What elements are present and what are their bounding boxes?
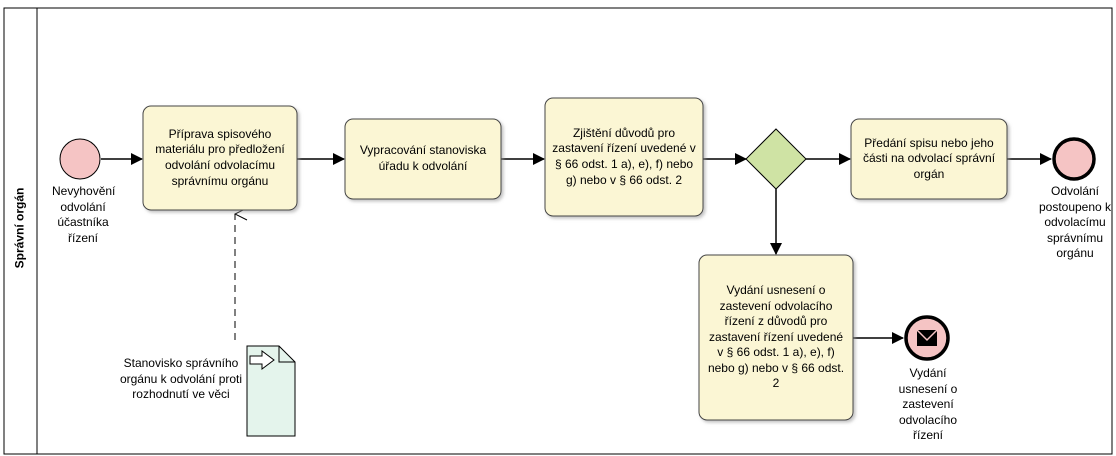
lane-label: Správní orgán bbox=[4, 8, 34, 448]
task-prepare-materials-label: Příprava spisového materiálu pro předlož… bbox=[155, 126, 285, 188]
task-hand-over-file[interactable]: Předání spisu nebo jeho části na odvolac… bbox=[851, 119, 1007, 199]
task-1-box[interactable] bbox=[142, 105, 298, 211]
task-2-box[interactable] bbox=[344, 118, 502, 200]
start-event-label: Nevyhovění odvolání účastníka řízení bbox=[52, 184, 116, 245]
task-draft-statement[interactable]: Vypracování stanoviska úřadu k odvolání bbox=[345, 119, 501, 199]
task-draft-statement-label: Vypracování stanoviska úřadu k odvolání bbox=[359, 143, 487, 173]
message-end-event-label: Vydání usnesení o zastevení odvolacího ř… bbox=[898, 366, 958, 443]
pool-border bbox=[3, 7, 1113, 455]
task-5-box[interactable] bbox=[698, 254, 854, 421]
task-issue-resolution[interactable]: Vydání usnesení o zastevení odvolacího ř… bbox=[699, 255, 853, 420]
task-identify-reasons[interactable]: Zjištění důvodů pro zastavení řízení uve… bbox=[545, 98, 703, 216]
task-3-box[interactable] bbox=[544, 97, 704, 217]
end-event[interactable] bbox=[1052, 137, 1096, 181]
envelope-flap bbox=[916, 329, 938, 342]
lane-label-text: Správní orgán bbox=[12, 187, 26, 269]
task-hand-over-file-label: Předání spisu nebo jeho části na odvolac… bbox=[862, 135, 996, 181]
task-4-box[interactable] bbox=[850, 118, 1008, 200]
task-identify-reasons-label: Zjištění důvodů pro zastavení řízení uve… bbox=[552, 125, 696, 187]
data-object[interactable] bbox=[246, 345, 296, 437]
exclusive-gateway[interactable] bbox=[745, 128, 807, 190]
input-arrow-icon bbox=[249, 350, 275, 370]
task-issue-resolution-label: Vydání usnesení o zastevení odvolacího ř… bbox=[707, 282, 845, 391]
data-object-fold bbox=[278, 346, 295, 363]
data-object-label: Stanovisko správního orgánu k odvolání p… bbox=[119, 356, 243, 402]
end-event-label: Odvolání postoupeno k odvolacímu správní… bbox=[1038, 184, 1112, 261]
task-prepare-materials[interactable]: Příprava spisového materiálu pro předlož… bbox=[143, 106, 297, 210]
start-event[interactable] bbox=[59, 138, 101, 180]
